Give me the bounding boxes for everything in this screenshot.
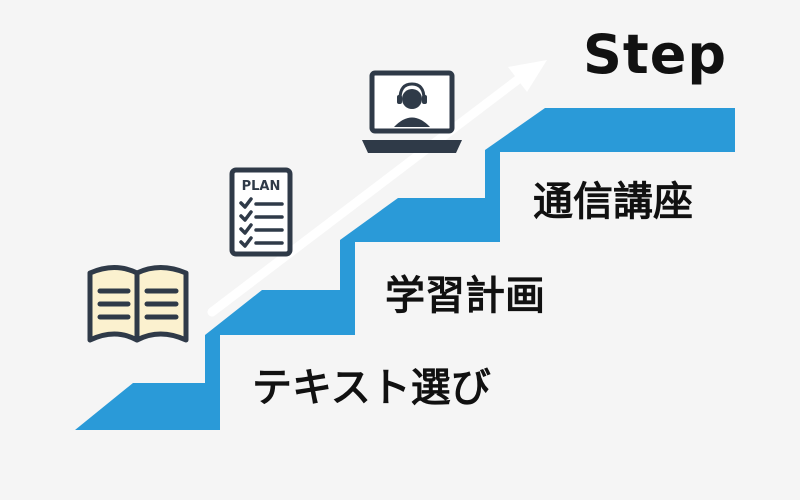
- diagram-title: Step: [583, 23, 727, 86]
- laptop-video-call-icon: [362, 70, 462, 153]
- open-book-icon: [87, 265, 189, 343]
- step-label-study-plan: 学習計画: [385, 273, 545, 319]
- plan-icon-label: PLAN: [242, 179, 281, 194]
- plan-checklist-icon: PLAN: [229, 167, 293, 257]
- step-label-textbook: テキスト選び: [252, 365, 491, 411]
- headset-person-icon: [394, 82, 430, 127]
- progress-arrow: [207, 60, 547, 317]
- step-label-correspondence-course: 通信講座: [533, 179, 693, 225]
- staircase: [75, 108, 735, 430]
